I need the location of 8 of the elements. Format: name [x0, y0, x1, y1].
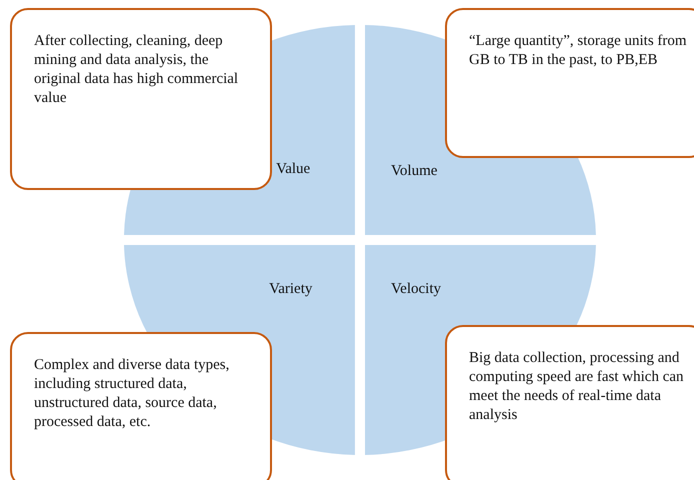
description-card: “Large quantity”, storage units from GB to TB in the past, to PB,EB	[445, 8, 694, 158]
description-card: After collecting, cleaning, deep mining and data analysis, the original data has high commercial value	[10, 8, 272, 190]
segment-label: Velocity	[391, 281, 441, 298]
segment-label: Value	[276, 161, 310, 178]
segment-label: Variety	[269, 281, 312, 298]
description-card: Complex and diverse data types, including structured data, unstructured data, source data, processed data, etc.	[10, 332, 272, 480]
segment-label: Volume	[391, 163, 438, 180]
description-card: Big data collection, processing and computing speed are fast which can meet the needs of real-time data analysis	[445, 325, 694, 480]
